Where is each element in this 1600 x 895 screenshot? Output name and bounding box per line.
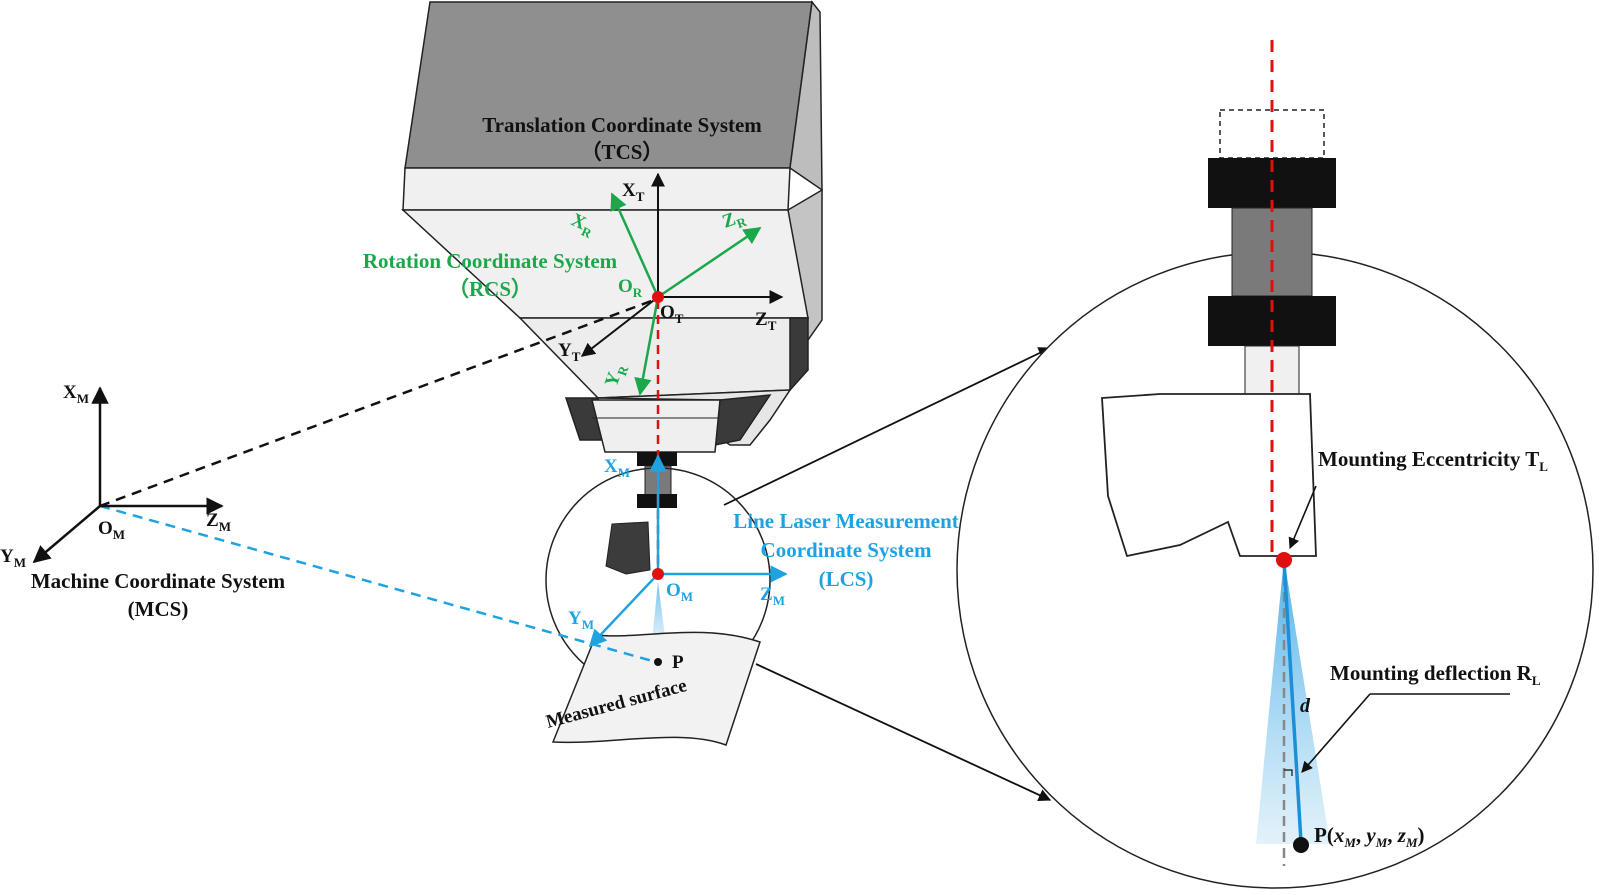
tcs-z-label: ZT xyxy=(755,309,777,333)
tcs-origin-dot xyxy=(652,291,664,303)
mcs-x-label: XM xyxy=(63,382,89,406)
lcs-title-line2: Coordinate System xyxy=(761,538,932,562)
lcs-origin-label: OM xyxy=(666,580,693,604)
zoom-circle xyxy=(956,40,1594,889)
lcs-y-label: YM xyxy=(568,608,594,632)
mcs-origin-label: OM xyxy=(98,518,125,542)
lcs-z-label: ZM xyxy=(760,584,785,608)
lcs-axes xyxy=(588,454,788,648)
mcs-title: Machine Coordinate System xyxy=(31,569,286,593)
mcs-to-point-link xyxy=(99,504,657,664)
mcs-to-tcs-link xyxy=(99,298,655,508)
tcs-y-label: YT xyxy=(558,340,581,364)
point-p-coord-label: P(xM, yM, zM) xyxy=(1314,823,1425,850)
rcs-title: Rotation Coordinate System xyxy=(363,249,618,273)
machine-head xyxy=(401,0,823,508)
mcs-axes xyxy=(32,386,224,564)
lcs-x-label: XM xyxy=(604,456,630,480)
mcs-y-label: YM xyxy=(0,546,26,570)
tcs-abbr: （TCS） xyxy=(581,140,664,164)
distance-d-label: d xyxy=(1300,695,1311,717)
rcs-abbr: （RCS） xyxy=(448,277,532,301)
point-p-label: P xyxy=(672,652,684,673)
mcs-z-label: ZM xyxy=(206,510,231,534)
tcs-x-label: XT xyxy=(622,180,645,204)
rcs-origin-label: OR xyxy=(618,276,643,300)
measured-surface xyxy=(551,631,761,746)
mcs-abbr: (MCS) xyxy=(128,597,189,621)
lcs-origin-dot xyxy=(652,568,664,580)
tcs-title: Translation Coordinate System xyxy=(482,113,762,137)
tcs-axes xyxy=(580,172,784,357)
lcs-title-line1: Line Laser Measurement xyxy=(733,509,959,533)
mounting-eccentricity-label: Mounting Eccentricity TL xyxy=(1318,447,1548,474)
mounting-deflection-label: Mounting deflection RL xyxy=(1330,661,1541,688)
zoom-line-bottom xyxy=(755,663,1052,801)
rcs-axes xyxy=(610,192,762,396)
tcs-origin-label: OT xyxy=(660,302,684,326)
lcs-abbr: (LCS) xyxy=(819,567,874,591)
point-p-dot xyxy=(654,658,662,666)
zoom-line-top xyxy=(723,347,1052,506)
